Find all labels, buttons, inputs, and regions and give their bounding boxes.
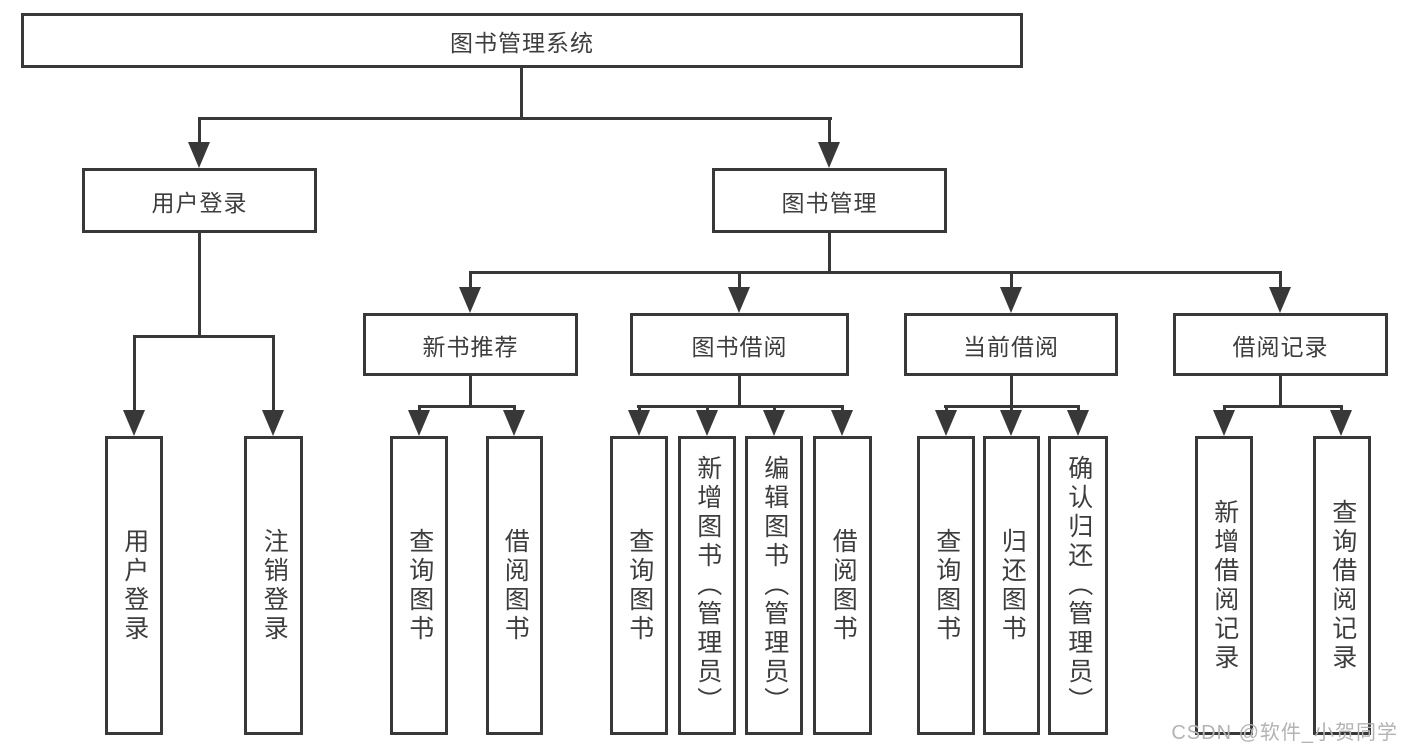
connector-to-leaf-query-newbook xyxy=(418,405,421,414)
connector-to-leaf-confirm-return xyxy=(1077,405,1080,414)
arrowhead-current-borrowing xyxy=(1000,287,1022,313)
connector-user-login-bar xyxy=(133,335,275,338)
arrowhead-new-book xyxy=(459,287,481,313)
leaf-add-borrow-record-label: 新增借阅记录 xyxy=(1210,498,1239,673)
leaf-query-borrow-record: 查询借阅记录 xyxy=(1313,436,1371,735)
connector-root-to-book-management xyxy=(828,117,831,146)
leaf-user-login-label: 用户登录 xyxy=(120,527,149,644)
arrowhead-leaf-borrow-book xyxy=(831,410,853,436)
csdn-watermark: CSDN @软件_小贺同学 xyxy=(1171,722,1398,744)
arrowhead-leaf-borrow-newbook xyxy=(503,410,525,436)
leaf-logout-label: 注销登录 xyxy=(260,527,289,644)
node-book-management: 图书管理 xyxy=(712,168,947,233)
arrowhead-leaf-add-record xyxy=(1213,410,1235,436)
leaf-add-borrow-record: 新增借阅记录 xyxy=(1195,436,1253,735)
node-book-borrowing: 图书借阅 xyxy=(630,313,849,376)
arrowhead-book-borrowing xyxy=(728,287,750,313)
connector-current-borrowing-stem xyxy=(1010,375,1013,408)
connector-borrowing-records-bar xyxy=(1223,405,1342,408)
connector-to-leaf-return-books xyxy=(1010,405,1013,414)
leaf-return-books: 归还图书 xyxy=(983,436,1040,735)
leaf-borrow-books-newbook: 借阅图书 xyxy=(486,436,543,735)
leaf-query-books-current-label: 查询图书 xyxy=(932,527,961,644)
arrowhead-leaf-query-newbook xyxy=(408,410,430,436)
connector-new-book-stem xyxy=(469,375,472,408)
connector-to-leaf-edit-book xyxy=(773,405,776,414)
arrowhead-user-login xyxy=(188,142,210,168)
connector-to-leaf-add-record xyxy=(1223,405,1226,414)
connector-to-leaf-add-book xyxy=(706,405,709,414)
leaf-query-books-current: 查询图书 xyxy=(917,436,975,735)
connector-root-to-user-login xyxy=(198,117,201,146)
connector-to-leaf-query-current xyxy=(945,405,948,414)
arrowhead-borrowing-records xyxy=(1269,287,1291,313)
connector-new-book-bar xyxy=(418,405,516,408)
connector-to-leaf-borrow-newbook xyxy=(513,405,516,414)
node-new-book-recommendation: 新书推荐 xyxy=(363,313,578,376)
node-user-login: 用户登录 xyxy=(82,168,317,233)
connector-book-borrowing-stem xyxy=(738,375,741,408)
connector-to-new-book xyxy=(469,271,472,291)
connector-to-leaf-query-borrow xyxy=(638,405,641,414)
leaf-query-books-borrow-label: 查询图书 xyxy=(625,527,654,644)
connector-root-stem xyxy=(520,68,523,118)
node-book-management-system: 图书管理系统 xyxy=(21,13,1023,68)
connector-book-management-stem xyxy=(828,232,831,274)
arrowhead-leaf-edit-book xyxy=(763,410,785,436)
leaf-borrow-books-borrow-label: 借阅图书 xyxy=(829,527,858,644)
leaf-add-book-admin-label: 新增图书（管理员） xyxy=(693,455,722,716)
arrowhead-book-management xyxy=(818,142,840,168)
connector-borrowing-records-stem xyxy=(1279,375,1282,408)
connector-to-leaf-logout xyxy=(272,335,275,414)
connector-to-leaf-borrow-book xyxy=(841,405,844,414)
connector-to-borrowing-records xyxy=(1279,271,1282,291)
connector-book-borrowing-bar xyxy=(637,405,844,408)
connector-to-current-borrowing xyxy=(1010,271,1013,291)
connector-to-leaf-user-login xyxy=(133,335,136,414)
leaf-query-books-newbook: 查询图书 xyxy=(390,436,448,735)
leaf-add-book-admin: 新增图书（管理员） xyxy=(678,436,736,735)
arrowhead-leaf-confirm-return xyxy=(1067,410,1089,436)
node-borrowing-records: 借阅记录 xyxy=(1173,313,1388,376)
node-current-borrowing: 当前借阅 xyxy=(904,313,1118,376)
connector-root-bar xyxy=(198,117,832,120)
leaf-query-books-borrow: 查询图书 xyxy=(610,436,668,735)
arrowhead-leaf-user-login xyxy=(123,410,145,436)
leaf-logout: 注销登录 xyxy=(244,436,303,735)
leaf-edit-book-admin-label: 编辑图书（管理员） xyxy=(760,455,789,716)
leaf-query-books-newbook-label: 查询图书 xyxy=(405,527,434,644)
arrowhead-leaf-query-current xyxy=(935,410,957,436)
leaf-query-borrow-record-label: 查询借阅记录 xyxy=(1328,498,1357,673)
connector-user-login-stem xyxy=(198,232,201,338)
leaf-borrow-books-newbook-label: 借阅图书 xyxy=(501,527,530,644)
leaf-user-login: 用户登录 xyxy=(105,436,163,735)
leaf-confirm-return-admin-label: 确认归还（管理员） xyxy=(1064,455,1093,716)
connector-level3-bar xyxy=(469,271,1282,274)
arrowhead-leaf-query-record xyxy=(1330,410,1352,436)
leaf-return-books-label: 归还图书 xyxy=(998,527,1027,644)
arrowhead-leaf-query-borrow xyxy=(628,410,650,436)
connector-to-leaf-query-record xyxy=(1340,405,1343,414)
connector-to-book-borrowing xyxy=(738,271,741,291)
leaf-edit-book-admin: 编辑图书（管理员） xyxy=(745,436,803,735)
arrowhead-leaf-logout xyxy=(262,410,284,436)
arrowhead-leaf-return-books xyxy=(1000,410,1022,436)
leaf-borrow-books-borrow: 借阅图书 xyxy=(813,436,872,735)
leaf-confirm-return-admin: 确认归还（管理员） xyxy=(1048,436,1108,735)
arrowhead-leaf-add-book xyxy=(696,410,718,436)
